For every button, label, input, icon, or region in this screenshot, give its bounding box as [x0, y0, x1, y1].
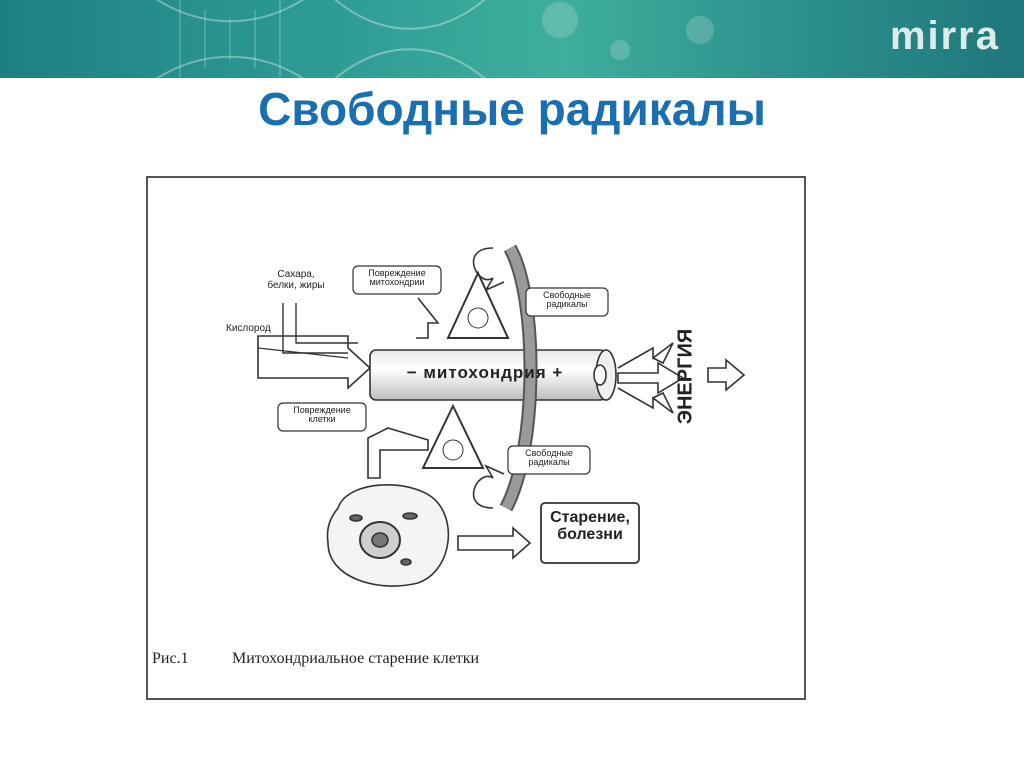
cell-damage-arrow [367, 427, 429, 479]
free-radicals-top-label: Свободные радикалы [543, 290, 591, 310]
energy-arrow-right [617, 361, 685, 395]
figure-frame: Сахара, белки, жиры Кислород Повреждение… [146, 176, 806, 700]
figure-caption-text: Митохондриальное старение клетки [232, 650, 480, 667]
mito-damage-bubble [352, 265, 442, 295]
free-radicals-top-bubble [525, 287, 609, 317]
face-icon-bottom [442, 439, 464, 461]
energy-arrow-up [617, 342, 674, 369]
dna-helix-decoration [155, 0, 714, 78]
energy-out-arrow [707, 358, 746, 392]
figure-caption: Рис.1 Митохондриальное старение клетки [152, 650, 479, 668]
face-icon-top [467, 307, 489, 329]
header-banner: mirra [0, 0, 1024, 78]
figure-number: Рис.1 [152, 650, 189, 667]
bottom-triangle [421, 403, 485, 469]
free-radicals-bottom-bubble [507, 445, 591, 475]
aging-arrow [457, 526, 532, 560]
top-triangle [446, 270, 510, 339]
mito-damage-arrow [416, 297, 440, 339]
sugars-arrow [282, 303, 348, 354]
mitochondria-label: − митохондрия + [406, 363, 564, 382]
brand-logo: mirra [889, 14, 1000, 58]
slide-title: Свободные радикалы [258, 83, 766, 135]
mitochondria-diagram [257, 244, 746, 587]
energy-arrow-down [617, 387, 674, 414]
bottom-curved-arrow [472, 464, 505, 509]
mito-damage-label: Повреждение митохондрии [368, 268, 426, 288]
top-curved-arrow [472, 247, 505, 292]
cell-damage-bubble [277, 402, 367, 432]
energy-label: ЭНЕРГИЯ [674, 328, 697, 425]
cell-damage-label: Повреждение клетки [293, 405, 351, 425]
oxygen-arrow [257, 335, 372, 390]
oxygen-label: Кислород [226, 323, 271, 334]
aging-box [540, 502, 640, 564]
aging-label: Старение, болезни [550, 509, 630, 543]
free-radicals-bottom-label: Свободные радикалы [525, 448, 573, 468]
sugars-label: Сахара, белки, жиры [267, 269, 325, 291]
